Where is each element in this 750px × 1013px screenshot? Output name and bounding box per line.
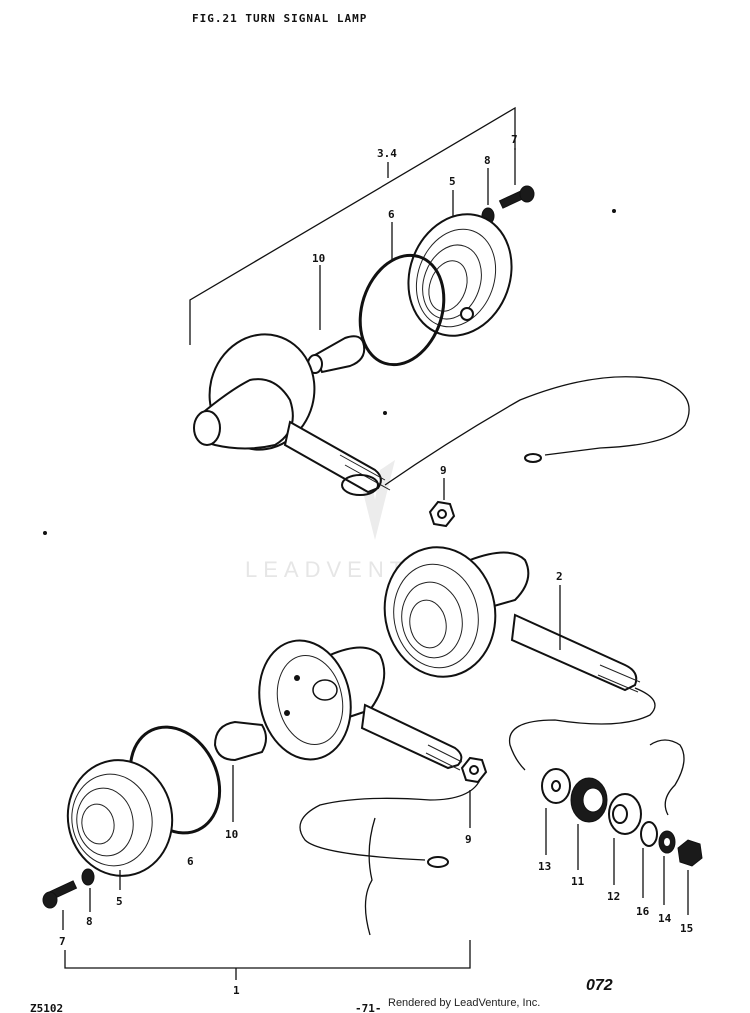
render-credit: Rendered by LeadVenture, Inc. — [388, 997, 541, 1009]
lens-bottom — [66, 759, 174, 890]
nut-15 — [677, 839, 703, 915]
page-code: 072 — [586, 977, 613, 994]
callout-2: 2 — [556, 570, 563, 583]
bolt-7-bottom — [42, 880, 78, 930]
lamp-assembly-right — [383, 546, 641, 693]
wire-top — [341, 376, 690, 496]
callout-14: 14 — [658, 912, 672, 925]
callout-5-bottom: 5 — [116, 895, 123, 908]
callout-3-4: 3.4 — [377, 147, 397, 160]
callout-6-bottom: 6 — [187, 855, 194, 868]
footer-page-number: -71- — [355, 1002, 382, 1013]
callout-8-top: 8 — [484, 154, 491, 167]
callout-16: 16 — [636, 905, 650, 918]
grommet-11 — [570, 777, 608, 870]
bulb-bottom — [213, 720, 267, 822]
callout-10-bottom: 10 — [225, 828, 238, 841]
washer-16 — [640, 821, 658, 898]
gasket-ring-top — [358, 222, 446, 367]
lamp-housing-top — [193, 333, 391, 494]
callout-8-bottom: 8 — [86, 915, 93, 928]
callout-7-bottom: 7 — [59, 935, 66, 948]
callout-6-top: 6 — [388, 208, 395, 221]
diagram-title: FIG.21 TURN SIGNAL LAMP — [192, 12, 367, 25]
lock-washer-14 — [658, 830, 676, 905]
washer-8-bottom — [81, 868, 95, 912]
footer-left-code: Z5102 — [30, 1002, 63, 1013]
bolt-top — [498, 148, 535, 209]
nut-top — [428, 478, 456, 528]
assembly-bracket-bottom — [64, 940, 471, 980]
callout-12: 12 — [607, 890, 620, 903]
callout-15: 15 — [680, 922, 693, 935]
nut-9-bottom — [460, 756, 488, 828]
callout-9-bottom: 9 — [465, 833, 472, 846]
callout-10-top: 10 — [312, 252, 325, 265]
callout-11: 11 — [571, 875, 585, 888]
wire-bottom — [299, 779, 481, 936]
callout-9-top: 9 — [440, 464, 447, 477]
wire-right — [508, 687, 685, 816]
callout-7-top: 7 — [511, 133, 518, 146]
callout-1: 1 — [233, 984, 240, 997]
washer-top — [481, 168, 495, 225]
lens-top — [407, 190, 513, 337]
assembly-bracket-top — [189, 106, 516, 345]
callout-5-top: 5 — [449, 175, 456, 188]
callout-13: 13 — [538, 860, 551, 873]
washer-13 — [541, 768, 571, 855]
bulb-top — [307, 265, 366, 374]
washer-12 — [608, 793, 642, 885]
lamp-housing-bottom — [258, 639, 463, 771]
